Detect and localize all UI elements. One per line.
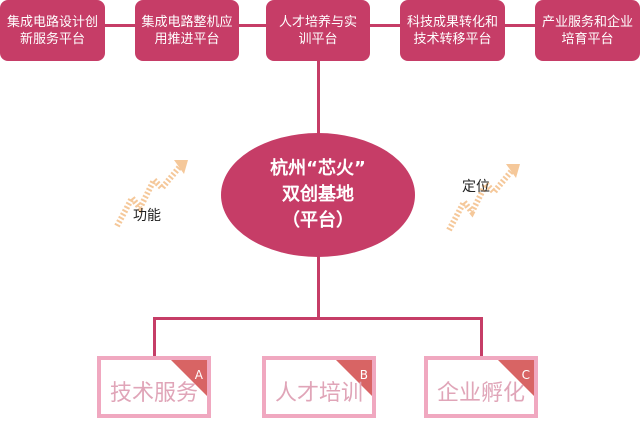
function-letter: A xyxy=(194,368,203,382)
function-letter: C xyxy=(521,368,530,382)
platform-application: 集成电路整机应用推进平台 xyxy=(135,0,239,61)
bottom-connector xyxy=(153,317,483,320)
function-tech-service: A 技术服务 xyxy=(97,356,211,418)
function-label: 企业孵化 xyxy=(436,381,525,406)
center-line3: （平台） xyxy=(281,210,354,231)
center-line1: 杭州“芯火” xyxy=(270,158,366,179)
center-base: 杭州“芯火” 双创基地 （平台） xyxy=(221,133,415,257)
corner-tab xyxy=(335,360,372,397)
function-letter: B xyxy=(359,368,368,382)
platform-incubation: 产业服务和企业培育平台 xyxy=(535,0,640,61)
positioning-label: 定位 xyxy=(462,179,490,195)
branch-a xyxy=(153,317,156,359)
right-zigzag-arrow-icon xyxy=(446,164,520,232)
top-to-center-connector xyxy=(317,58,320,138)
platform-talent: 人才培养与实训平台 xyxy=(266,0,370,61)
function-label: 技术服务 xyxy=(109,381,198,406)
function-talent-training: B 人才培训 xyxy=(262,356,376,418)
center-to-bottom-connector xyxy=(317,255,320,320)
function-label: 功能 xyxy=(133,208,161,224)
platform-design-service: 集成电路设计创新服务平台 xyxy=(0,0,105,61)
platform-tech-transfer: 科技成果转化和技术转移平台 xyxy=(400,0,505,61)
function-incubation: C 企业孵化 xyxy=(424,356,538,418)
function-label: 人才培训 xyxy=(274,381,363,406)
left-zigzag-arrow-icon xyxy=(114,160,188,228)
corner-tab xyxy=(170,360,207,397)
center-line2: 双创基地 xyxy=(281,184,354,205)
branch-c xyxy=(480,317,483,359)
corner-tab xyxy=(497,360,534,397)
